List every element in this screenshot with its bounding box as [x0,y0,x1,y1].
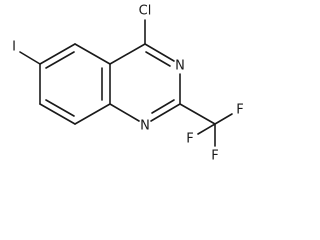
bond-c4-n3-inner [145,51,171,67]
pyrimidine-ring-bonds [109,43,181,122]
atom-cl: Cl [139,4,152,19]
bond-cf3-f-right [214,113,233,125]
bond-c5-c6 [39,43,76,65]
substituent-bonds [19,19,233,147]
bond-c4a-c4 [109,43,146,65]
atom-f-right: F [236,103,243,118]
bond-n1-c8a [109,103,140,122]
bond-cf3-f-left [197,123,216,135]
bond-c7-c8-inner [45,99,75,117]
atom-n1: N [140,119,150,134]
atom-labels: Cl I N N F F F [12,4,244,164]
bond-c7-c8 [39,103,76,125]
bond-c2-n1-inner [151,99,175,114]
bond-c4-n3 [144,43,175,62]
atom-f-down: F [211,149,218,164]
bond-c5-c6-inner [45,51,75,69]
bond-c2-n1 [150,103,181,122]
atom-i: I [12,40,16,55]
atom-f-left: F [186,132,193,147]
bond-c6-i [19,51,41,65]
atom-n3: N [175,59,185,74]
benzene-ring-bonds [39,43,111,125]
bond-c4a-c5 [74,43,111,65]
quinazoline-structure-diagram: Cl I N N F F F [12,4,244,164]
bond-c2-cf3 [179,103,216,125]
bond-c8-c8a [74,103,111,125]
